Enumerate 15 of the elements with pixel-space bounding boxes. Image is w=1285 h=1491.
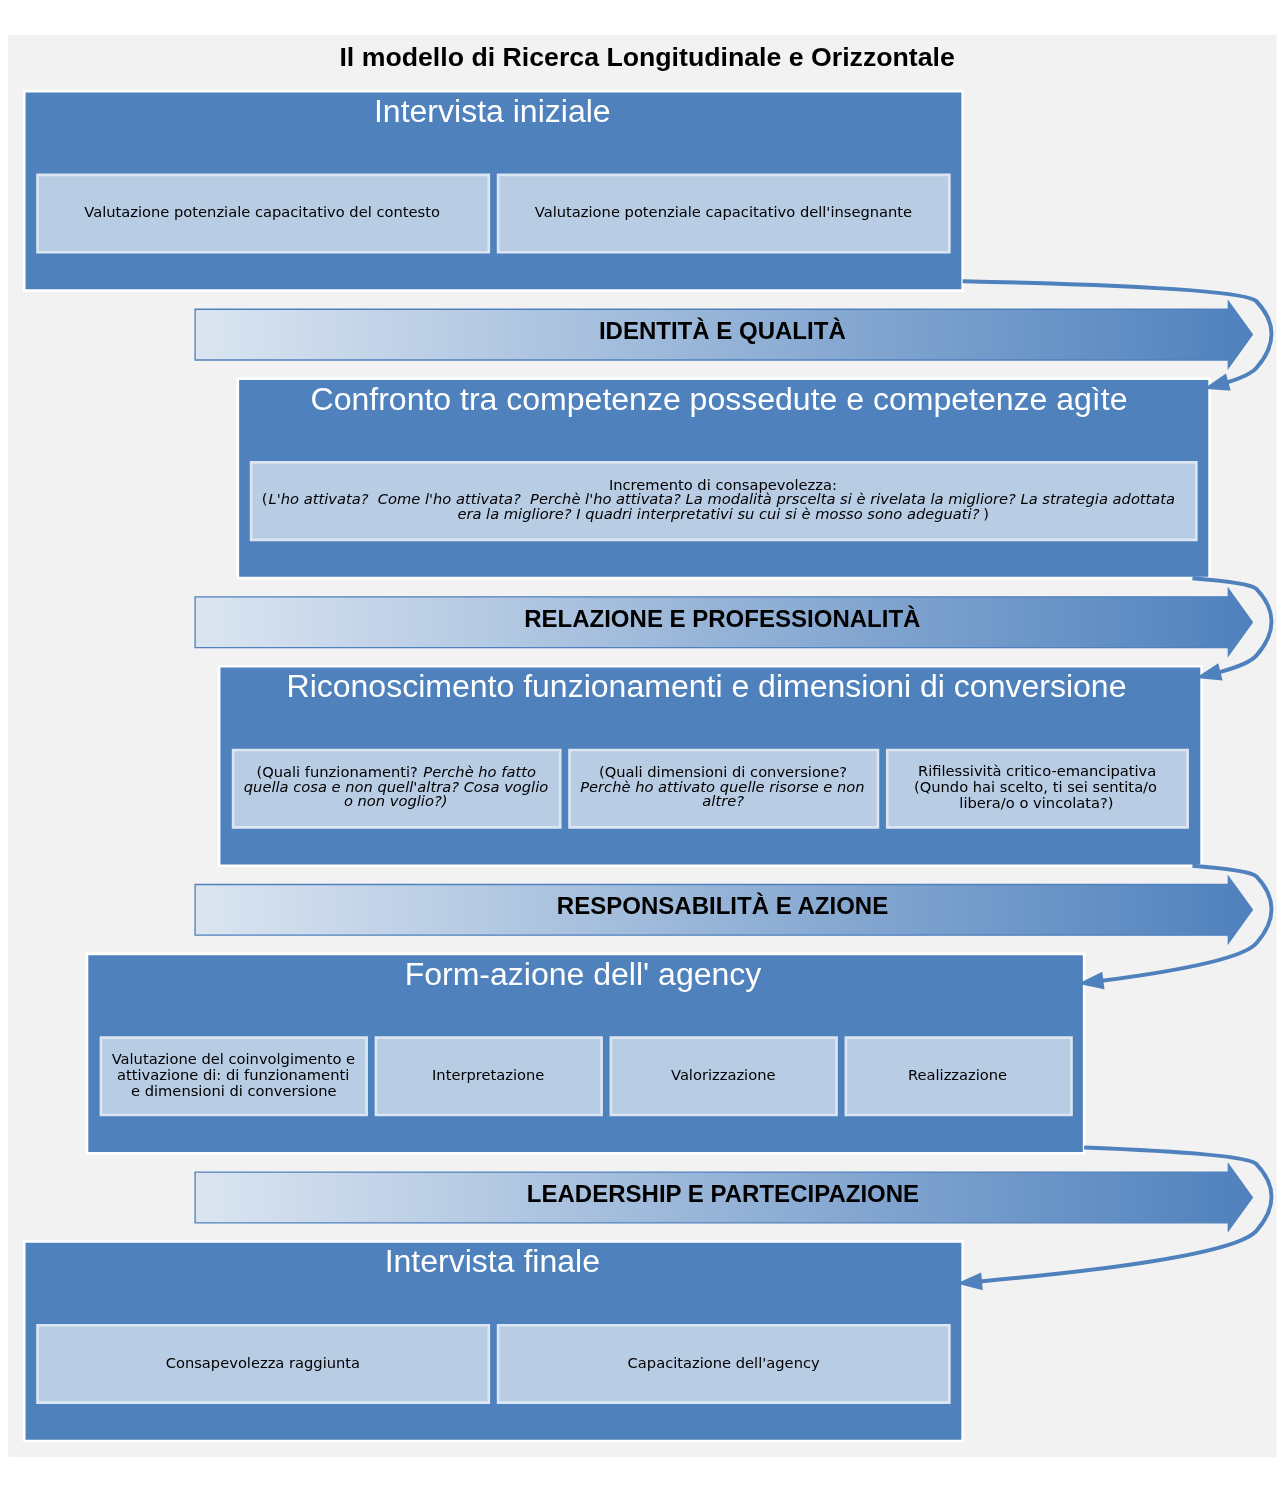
arrow xyxy=(962,278,1274,391)
node-box: Rifilessività critico-emancipativa (Qundo hai scelto, ti sei sentita/o libera/o o vincolata?) xyxy=(885,748,1189,829)
node-box: (Quali dimensioni di conversione? Perchè ho attivato quelle risorse e non altre? xyxy=(568,748,880,829)
node-box: Realizzazione xyxy=(844,1035,1073,1116)
node-box: Incremento di consapevolezza: (L'ho attivata? Come l'ho attivata? Perchè l'ho attivata? La modalità prscelta si è rivelata la migliore? La strategia adottata era la migliore? I quadri interpretativi su cui si è mosso sono adeguati?) xyxy=(249,460,1198,541)
node-box: Consapevolezza raggiunta xyxy=(36,1323,491,1404)
node-box: Valutazione potenziale capacitativo del contesto xyxy=(36,172,491,254)
node-box: Valutazione potenziale capacitativo dell'insegnante xyxy=(496,172,951,254)
node-box: Capacitazione dell'agency xyxy=(496,1323,951,1404)
node-box: Valutazione del coinvolgimento e attivazione di: di funzionamenti e dimensioni di conversione xyxy=(99,1035,368,1116)
node-box: (Quali funzionamenti? Perchè ho fatto quella cosa e non quell'altra? Cosa voglio o non voglio?) xyxy=(231,748,562,829)
node-box: Valorizzazione xyxy=(609,1035,838,1116)
arrow xyxy=(1192,575,1274,681)
node-box: Interpretazione xyxy=(374,1035,603,1116)
diagram-title: Il modello di Ricerca Longitudinale e Orizzontale xyxy=(339,41,955,72)
